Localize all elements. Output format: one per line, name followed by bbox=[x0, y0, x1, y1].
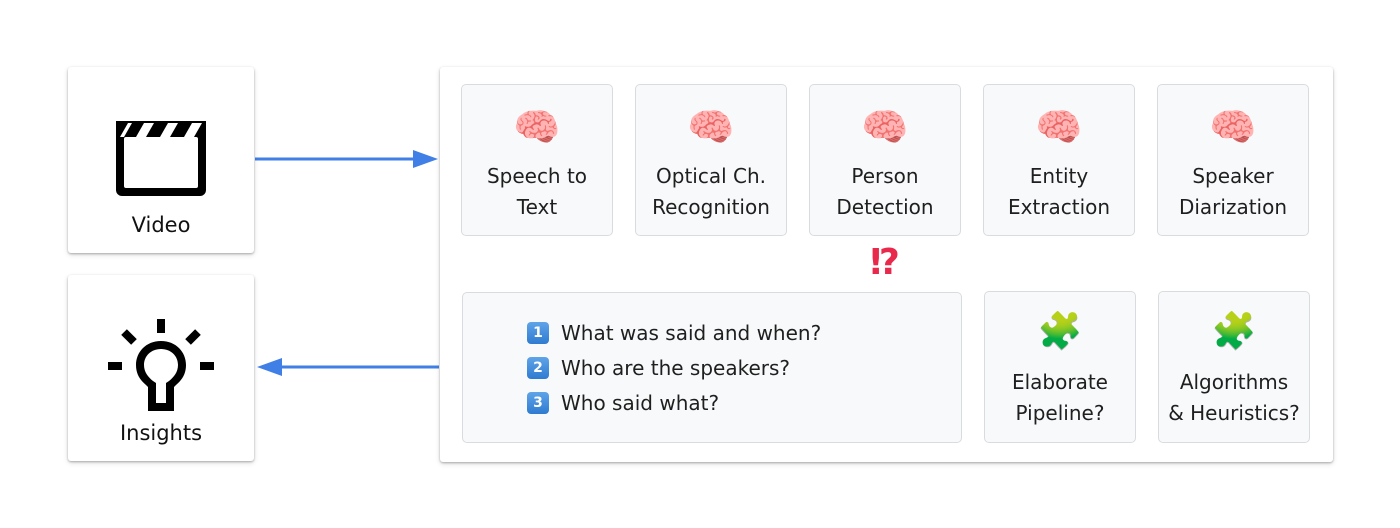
alternative-label-line2: Pipeline? bbox=[1015, 401, 1105, 425]
model-label-line2: Text bbox=[516, 195, 558, 219]
model-label: Speech to Text bbox=[462, 161, 612, 223]
question-text: What was said and when? bbox=[561, 320, 822, 345]
alternative-label: Algorithms & Heuristics? bbox=[1159, 367, 1309, 429]
alternative-label-line1: Elaborate bbox=[1011, 370, 1108, 394]
puzzle-piece-icon: 🧩 bbox=[1037, 311, 1083, 352]
models-to-insights-arrow bbox=[257, 358, 439, 376]
alternative-tile-algorithms-heuristics: 🧩 Algorithms & Heuristics? bbox=[1158, 291, 1310, 443]
model-label: Speaker Diarization bbox=[1158, 161, 1308, 223]
model-label-line1: Speaker bbox=[1192, 164, 1274, 188]
video-card: Video bbox=[68, 67, 254, 253]
model-tile-optical-character-recognition: 🧠 Optical Ch. Recognition bbox=[635, 84, 787, 236]
model-label-line2: Recognition bbox=[652, 195, 770, 219]
model-label: Optical Ch. Recognition bbox=[636, 161, 786, 223]
model-tile-person-detection: 🧠 Person Detection bbox=[809, 84, 961, 236]
model-label-line1: Optical Ch. bbox=[656, 164, 766, 188]
brain-icon: 🧠 bbox=[1035, 105, 1083, 149]
alternative-label-line2: & Heuristics? bbox=[1168, 401, 1300, 425]
number-badge-icon: 3 bbox=[527, 391, 549, 414]
video-to-models-arrow bbox=[255, 150, 438, 168]
alternative-tile-elaborate-pipeline: 🧩 Elaborate Pipeline? bbox=[984, 291, 1136, 443]
model-label-line1: Speech to bbox=[486, 164, 588, 188]
model-label-line2: Extraction bbox=[1007, 195, 1111, 219]
questions-tile: 1 What was said and when? 2 Who are the … bbox=[462, 292, 962, 443]
question-text: Who said what? bbox=[561, 390, 720, 415]
video-label: Video bbox=[131, 213, 191, 237]
brain-icon: 🧠 bbox=[687, 105, 735, 149]
model-label-line1: Person bbox=[851, 164, 919, 188]
model-tile-speaker-diarization: 🧠 Speaker Diarization bbox=[1157, 84, 1309, 236]
model-label-line2: Detection bbox=[836, 195, 934, 219]
model-label: Entity Extraction bbox=[984, 161, 1134, 223]
model-tile-entity-extraction: 🧠 Entity Extraction bbox=[983, 84, 1135, 236]
number-badge-icon: 2 bbox=[527, 356, 549, 379]
clapperboard-icon bbox=[116, 121, 206, 196]
question-text: Who are the speakers? bbox=[561, 355, 791, 380]
question-item: 1 What was said and when? bbox=[527, 315, 821, 350]
number-badge-icon: 1 bbox=[527, 321, 549, 344]
brain-icon: 🧠 bbox=[1209, 105, 1257, 149]
alternative-label: Elaborate Pipeline? bbox=[985, 367, 1135, 429]
brain-icon: 🧠 bbox=[513, 105, 561, 149]
question-item: 2 Who are the speakers? bbox=[527, 350, 821, 385]
alternative-label-line1: Algorithms bbox=[1179, 370, 1289, 394]
brain-icon: 🧠 bbox=[861, 105, 909, 149]
insights-card: Insights bbox=[68, 275, 254, 461]
model-label: Person Detection bbox=[810, 161, 960, 223]
lightbulb-icon bbox=[108, 319, 214, 411]
puzzle-piece-icon: 🧩 bbox=[1211, 311, 1257, 352]
model-label-line2: Diarization bbox=[1178, 195, 1288, 219]
question-list: 1 What was said and when? 2 Who are the … bbox=[527, 315, 821, 420]
model-label-line1: Entity bbox=[1029, 164, 1089, 188]
model-tile-speech-to-text: 🧠 Speech to Text bbox=[461, 84, 613, 236]
interrobang-icon: ⁉ bbox=[870, 242, 900, 283]
question-item: 3 Who said what? bbox=[527, 385, 821, 420]
insights-label: Insights bbox=[119, 421, 203, 445]
